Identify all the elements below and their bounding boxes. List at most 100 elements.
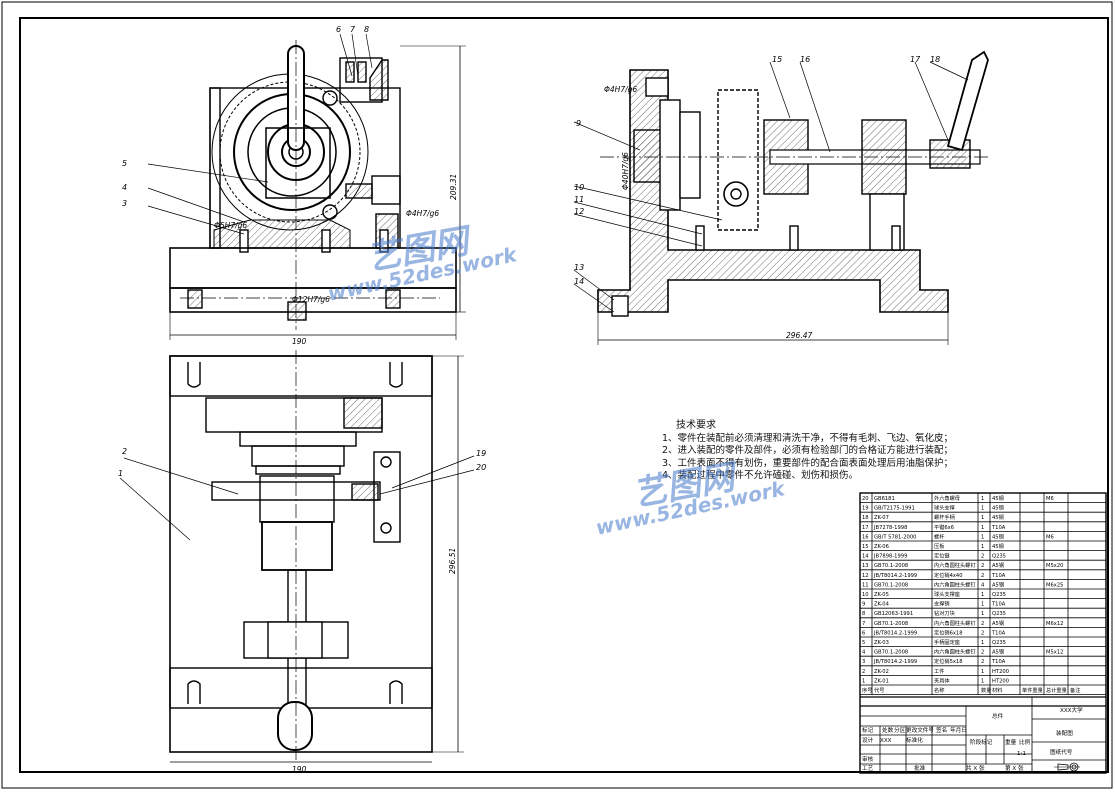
tb-sheet-total: 共 X 张: [966, 764, 985, 772]
bom-cell: M6: [1046, 496, 1054, 502]
bom-cell: 18: [862, 515, 869, 521]
bom-cell: 球头支撑: [934, 504, 955, 512]
tech-item-4: 4、装配过程中零件不允许磕碰、划伤和损伤。: [662, 470, 859, 482]
bom-cell: GB70.1-2008: [874, 582, 908, 588]
bom-cell: ZK-02: [874, 669, 889, 675]
bom-cell: ZK-04: [874, 602, 890, 608]
dim-side-fit-top: Φ4H7/g6: [604, 85, 637, 94]
bom-cell: 1: [981, 525, 984, 531]
bom-cell: 7: [862, 621, 865, 627]
bom-cell: 1: [981, 640, 984, 646]
bom-cell: T10A: [991, 659, 1006, 665]
bom-cell: A5钢: [992, 561, 1004, 569]
bom-cell: JB7898-1999: [873, 554, 907, 560]
bom-cell: M6x25: [1046, 582, 1063, 588]
bom-cell: 14: [862, 554, 869, 560]
bom-cell: 6: [862, 630, 865, 636]
bom-cell: 钻对刀块: [934, 609, 956, 617]
bom-cell: A5钢: [992, 580, 1004, 588]
dim-front-height: 209.31: [449, 174, 458, 200]
bom-cell: 1: [981, 534, 984, 540]
callout-7: 7: [350, 25, 356, 34]
bom-cell: GB/T 5781-2000: [874, 534, 916, 540]
bom-cell: T10A: [991, 630, 1006, 636]
dim-side-width: 296.47: [786, 331, 812, 340]
bom-cell: Q235: [992, 611, 1006, 617]
front-view: [147, 33, 466, 340]
bom-cell: 45钢: [992, 494, 1004, 502]
callout-18: 18: [930, 55, 940, 64]
bom-cell: 45钢: [992, 542, 1004, 550]
bom-cell: 2: [862, 669, 865, 675]
bom-cell: A5钢: [992, 619, 1004, 627]
bom-cell: 2: [981, 563, 984, 569]
bom-cell: 定位键: [934, 552, 950, 560]
bom-cell: 工件: [934, 667, 944, 675]
tb-assembly: 总件: [992, 712, 1004, 720]
top-view: [119, 350, 475, 763]
bom-cell: T10A: [991, 573, 1006, 579]
bom-cell: M5x20: [1046, 563, 1063, 569]
tech-requirements-title: 技术要求: [676, 420, 716, 431]
bom-cell: GB70.1-2008: [874, 563, 908, 569]
bom-cell: JB7278-1998: [873, 525, 907, 531]
dim-fit-5h7: Φ5H7/g6: [214, 221, 247, 230]
bom-cell: ZK-06: [874, 544, 889, 550]
title-block: [860, 696, 1106, 773]
tb-process: 工艺: [862, 765, 874, 772]
bom-cell: 15: [862, 544, 869, 550]
bom-cell: 1: [981, 611, 984, 617]
bom-cell: 1: [981, 515, 984, 521]
bom-cell: HT200: [992, 669, 1009, 675]
bom-cell: T10A: [991, 525, 1006, 531]
bom-cell: Q235: [992, 640, 1006, 646]
bom-cell: 内六角圆柱头螺钉: [934, 561, 976, 569]
bom-cell: 1: [981, 506, 984, 512]
callout-14: 14: [574, 277, 584, 286]
callout-12: 12: [574, 207, 584, 216]
bom-header-cell: 备注: [1070, 686, 1080, 694]
bom-cell: HT200: [992, 678, 1009, 684]
bom-cell: 19: [862, 506, 869, 512]
bom-cell: 定位销4x40: [934, 571, 963, 579]
bom-cell: GB70.1-2008: [874, 621, 908, 627]
bom-cell: 内六角圆柱头螺钉: [934, 619, 976, 627]
tb-drawing-no: 图纸代号: [1050, 748, 1073, 756]
bom-cell: 夹具体: [934, 676, 950, 684]
bom-cell: JB/T8014.2-1999: [873, 573, 917, 579]
callout-labels: 6 7 8 5 4 3 15 16 17 18 9 10 11 12 13 14…: [118, 25, 940, 478]
dim-fit-12h7: Φ12H7/g6: [292, 295, 330, 304]
bom-cell: 定位销6x18: [934, 628, 963, 636]
bom-cell: Q235: [992, 554, 1006, 560]
bom-header-cell: 代号: [874, 686, 884, 694]
tb-scale: 1:1: [1017, 751, 1026, 757]
tb-drawing-name: 装配图: [1056, 729, 1073, 737]
callout-5: 5: [122, 159, 127, 168]
tb-label-0: 标记: [862, 726, 874, 734]
bom-cell: 10: [862, 592, 869, 598]
bom-cell: 手柄固定座: [934, 638, 960, 646]
bom-cell: 压板: [934, 542, 945, 550]
callout-13: 13: [574, 263, 584, 272]
callout-4: 4: [122, 183, 127, 192]
dim-side-fit-vert: Φ40H7/g6: [621, 152, 630, 190]
tb-checker: 审核: [862, 755, 874, 763]
callout-11: 11: [574, 195, 584, 204]
bom-cell: GB70.1-2008: [874, 650, 908, 656]
bom-cell: 1: [981, 669, 984, 675]
callout-17: 17: [910, 55, 921, 64]
tech-item-3: 3、工件表面不得有划伤，重要部件的配合面表面处理后用油脂保护；: [662, 457, 954, 469]
tb-designer-name: XXX: [880, 738, 892, 744]
bom-cell: 1: [981, 496, 984, 502]
bom-cell: 内六角圆柱头螺钉: [934, 648, 976, 656]
title-block-text: XXX大学 总件 装配图 图纸代号 阶段标记 重量 比例 1:1 共 X 张 第…: [862, 706, 1083, 772]
tech-requirements: 技术要求 1、零件在装配前必须清理和清洗干净，不得有毛刺、飞边、氧化皮； 2、进…: [662, 420, 962, 483]
bom-cell: ZK-01: [874, 678, 889, 684]
bom-cell: 4: [981, 582, 985, 588]
tb-weight-label: 重量: [1005, 738, 1017, 746]
tb-label-2: 分区: [894, 726, 906, 734]
bom-cell: 1: [862, 678, 865, 684]
bom-header-cell: 名称: [934, 686, 944, 694]
